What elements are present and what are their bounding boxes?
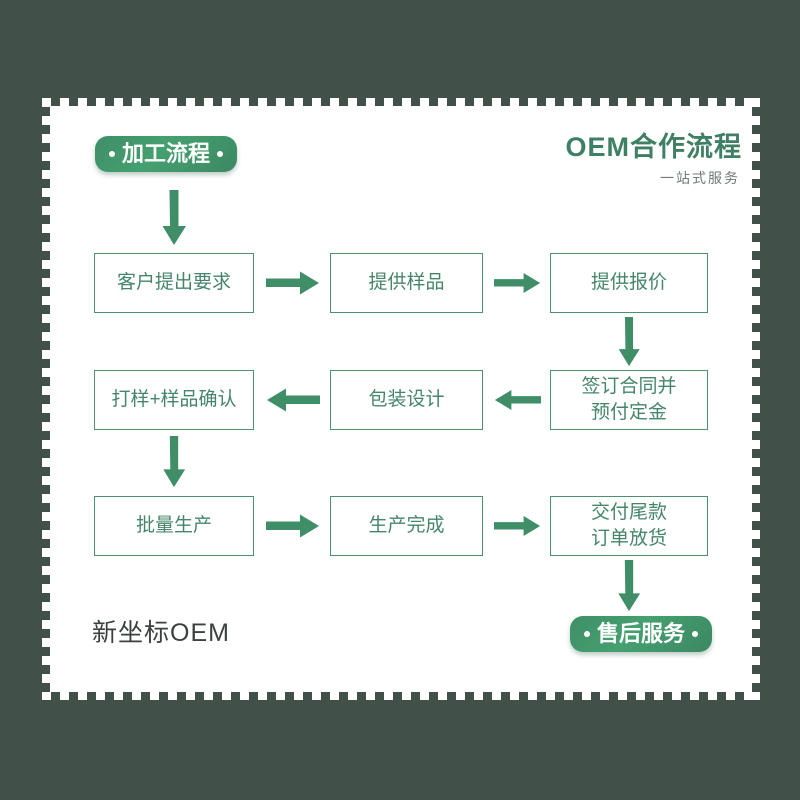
badge-process: 加工流程 (95, 136, 238, 172)
arrow-right-row1-2-to-3 (494, 270, 541, 296)
arrow-down-row3-to-service (615, 560, 643, 612)
bullet-dot-icon (217, 151, 224, 157)
bullet-dot-icon (692, 631, 699, 637)
arrow-down-badge-to-row1 (160, 190, 188, 246)
badge-process-label: 加工流程 (122, 141, 211, 166)
flow-box-row2-2: 包装设计 (330, 370, 483, 430)
flow-box-row1-2: 提供样品 (330, 253, 483, 313)
arrow-right-row1-1-to-2 (266, 270, 320, 296)
footer-brand: 新坐标OEM (92, 619, 230, 647)
bullet-dot-icon (109, 151, 115, 157)
flow-box-row3-1: 批量生产 (94, 496, 254, 556)
card-content: OEM合作流程 一站式服务 加工流程 售后服务 新坐标OEM 客户提出要求 提供… (42, 98, 760, 700)
arrow-right-row3-1-to-2 (266, 513, 320, 539)
stamp-card: OEM合作流程 一站式服务 加工流程 售后服务 新坐标OEM 客户提出要求 提供… (42, 98, 760, 700)
badge-service-label: 售后服务 (597, 621, 686, 646)
flow-box-row2-1: 打样+样品确认 (94, 370, 254, 430)
arrow-left-row2-2-to-1 (266, 387, 320, 413)
badge-service: 售后服务 (570, 616, 713, 652)
flow-box-row3-3: 交付尾款 订单放货 (550, 496, 708, 556)
page-title: OEM合作流程 (565, 132, 742, 162)
flow-box-row1-3: 提供报价 (550, 253, 708, 313)
arrow-down-row2-to-row3 (160, 436, 188, 488)
arrow-right-row3-2-to-3 (494, 513, 541, 539)
page-subtitle: 一站式服务 (660, 170, 740, 186)
bullet-dot-icon (584, 631, 590, 637)
flow-box-row3-2: 生产完成 (330, 496, 483, 556)
arrow-down-row1-to-row2 (615, 317, 643, 367)
flow-box-row1-1: 客户提出要求 (94, 253, 254, 313)
flow-box-row2-3: 签订合同并 预付定金 (550, 370, 708, 430)
arrow-left-row2-3-to-2 (494, 387, 541, 413)
